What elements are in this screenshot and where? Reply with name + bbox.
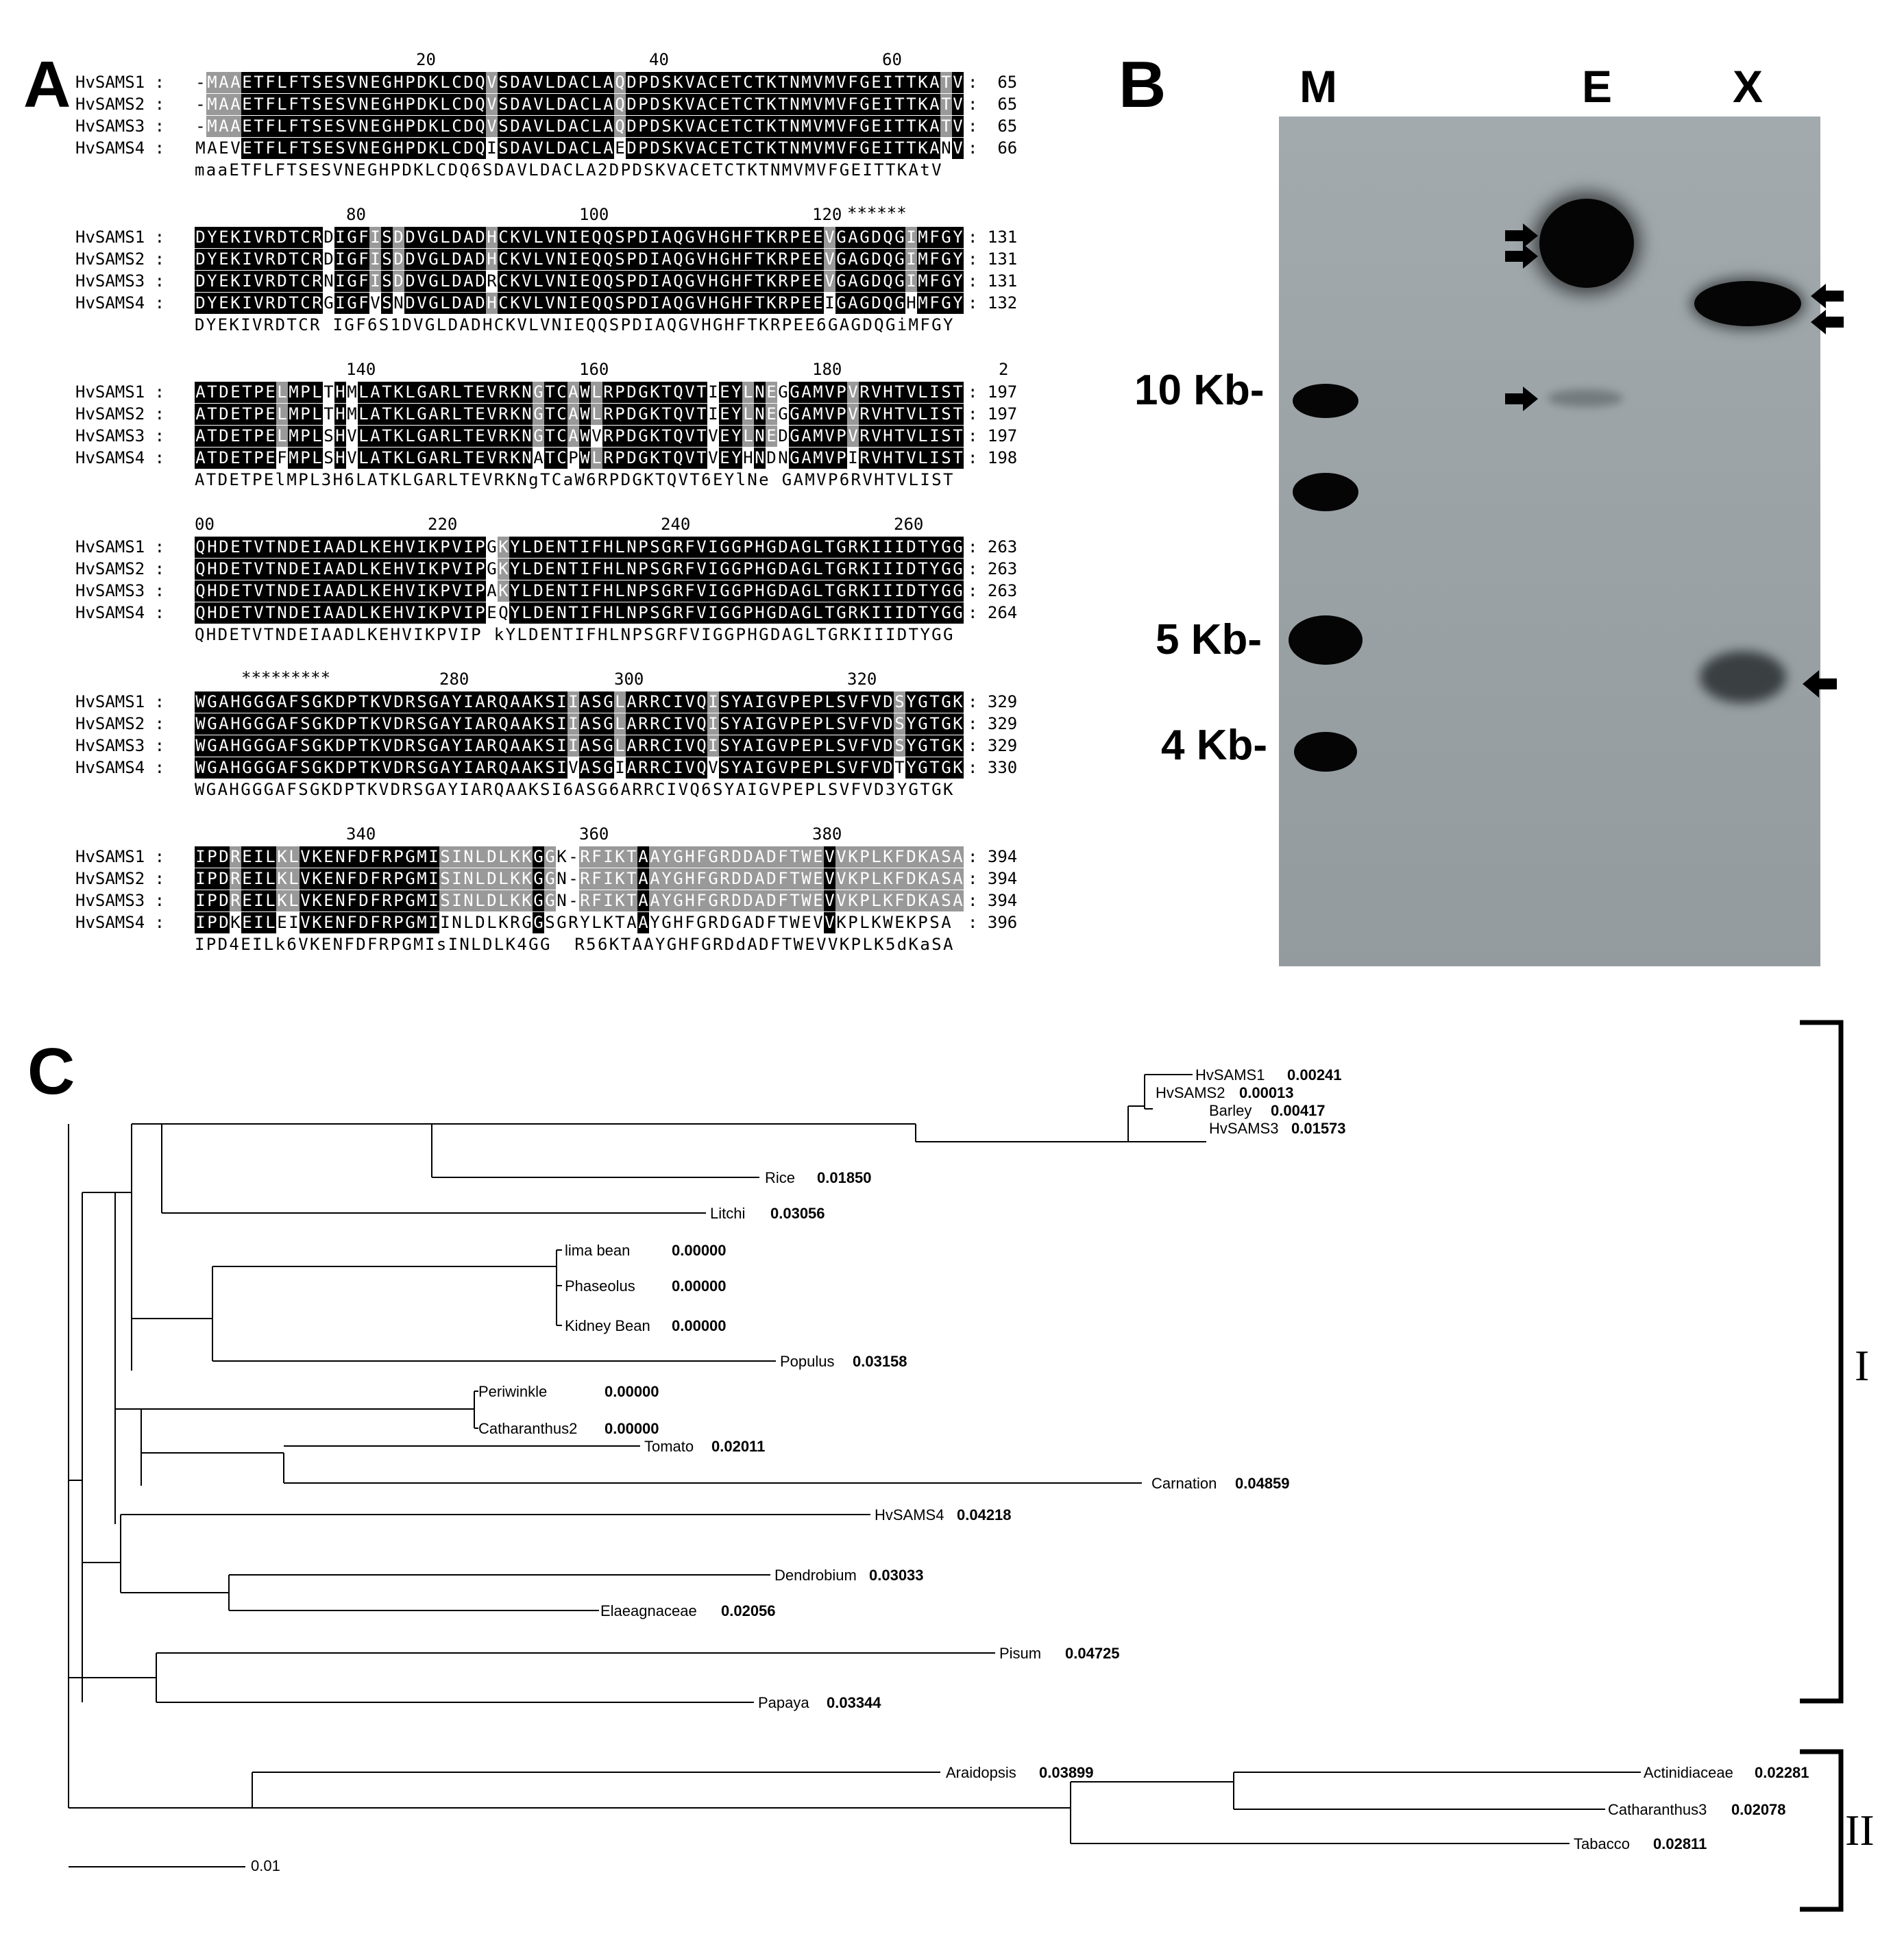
- clade-label-ii: II: [1845, 1805, 1875, 1856]
- tree-branch-length: 0.00417: [1271, 1102, 1326, 1120]
- tree-leaf-label: Litchi: [710, 1205, 745, 1223]
- tree-leaf-label: Actinidiaceae: [1644, 1764, 1733, 1782]
- arrow-left-icon: [1803, 670, 1837, 698]
- tree-leaf-label: HvSAMS2: [1156, 1084, 1225, 1102]
- tree-branch-length: 0.03033: [869, 1567, 924, 1584]
- tree-leaf-label: Dendrobium: [774, 1567, 857, 1584]
- tree-branch-length: 0.02811: [1653, 1835, 1707, 1853]
- arrow-right-icon: [1505, 244, 1538, 269]
- tree-branch-length: 0.04859: [1235, 1475, 1290, 1493]
- tree-leaf-label: Rice: [765, 1169, 795, 1187]
- tree-leaf-label: Periwinkle: [478, 1383, 547, 1401]
- tree-leaf-label: Kidney Bean: [565, 1317, 650, 1335]
- tree-branch-length: 0.02281: [1755, 1764, 1809, 1782]
- tree-branch-length: 0.00000: [605, 1420, 659, 1438]
- tree-leaf-label: Carnation: [1151, 1475, 1217, 1493]
- tree-leaf-label: HvSAMS4: [875, 1506, 944, 1524]
- tree-branch-length: 0.03344: [827, 1694, 881, 1712]
- tree-leaf-label: Tabacco: [1574, 1835, 1630, 1853]
- tree-leaf-label: HvSAMS1: [1195, 1066, 1265, 1084]
- tree-branch-length: 0.00000: [672, 1242, 727, 1260]
- clade-label-i: I: [1855, 1340, 1869, 1391]
- tree-branch-length: 0.00000: [672, 1317, 727, 1335]
- arrow-left-icon: [1811, 284, 1844, 308]
- tree-leaf-label: Elaeagnaceae: [600, 1602, 697, 1620]
- arrow-right-icon: [1505, 387, 1538, 411]
- gel-arrows: [0, 0, 1904, 987]
- tree-branch-length: 0.03899: [1039, 1764, 1094, 1782]
- tree-leaf-label: Phaseolus: [565, 1277, 635, 1295]
- tree-leaf-label: Catharanthus2: [478, 1420, 577, 1438]
- phylogenetic-tree: HvSAMS1 0.00241HvSAMS2 0.00013Barley 0.0041…: [0, 987, 1904, 1960]
- tree-branch-length: 0.02011: [711, 1438, 765, 1456]
- tree-leaf-label: Pisum: [999, 1645, 1041, 1663]
- tree-branch-length: 0.00000: [605, 1383, 659, 1401]
- tree-leaf-label: Papaya: [758, 1694, 809, 1712]
- scale-bar-label: 0.01: [251, 1857, 280, 1875]
- tree-leaf-label: Tomato: [644, 1438, 694, 1456]
- tree-leaf-label: Populus: [780, 1353, 835, 1371]
- tree-branch-length: 0.04218: [957, 1506, 1012, 1524]
- arrow-right-icon: [1505, 223, 1538, 248]
- tree-leaf-label: HvSAMS3: [1209, 1120, 1278, 1138]
- arrow-left-icon: [1811, 310, 1844, 334]
- tree-branch-length: 0.00013: [1239, 1084, 1294, 1102]
- tree-branch-length: 0.00000: [672, 1277, 727, 1295]
- tree-branch-length: 0.04725: [1065, 1645, 1120, 1663]
- tree-leaf-label: lima bean: [565, 1242, 630, 1260]
- tree-branch-length: 0.02078: [1731, 1801, 1786, 1819]
- tree-branch-length: 0.01850: [817, 1169, 872, 1187]
- tree-branch-length: 0.03158: [853, 1353, 907, 1371]
- tree-branch-length: 0.02056: [721, 1602, 776, 1620]
- tree-branch-length: 0.00241: [1287, 1066, 1342, 1084]
- tree-leaf-label: Catharanthus3: [1608, 1801, 1707, 1819]
- tree-leaf-label: Araidopsis: [946, 1764, 1016, 1782]
- tree-branch-length: 0.03056: [770, 1205, 825, 1223]
- tree-branch-length: 0.01573: [1291, 1120, 1346, 1138]
- tree-leaf-label: Barley: [1209, 1102, 1252, 1120]
